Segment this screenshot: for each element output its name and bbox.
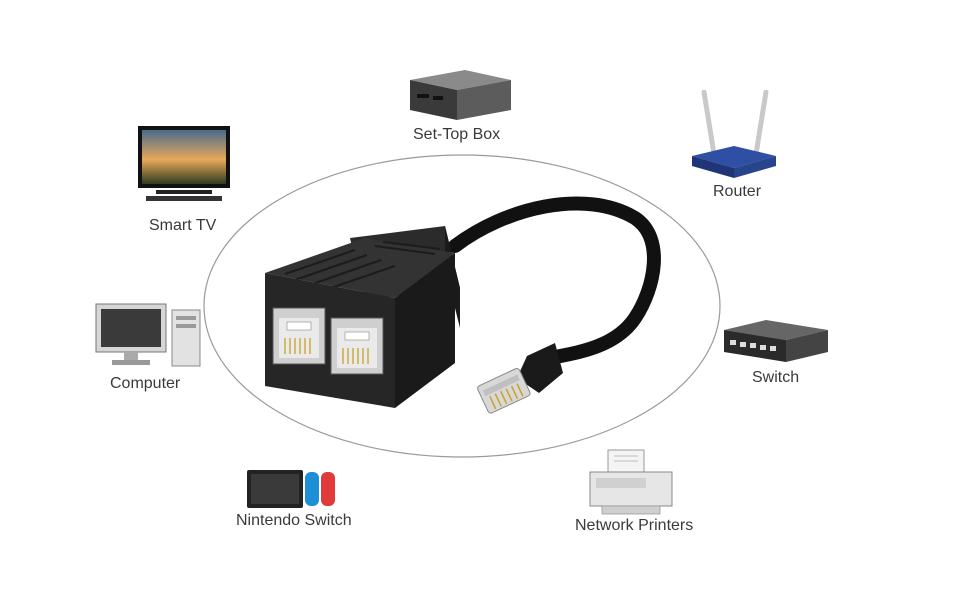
computer-label: Computer (110, 375, 181, 392)
switch-label: Switch (752, 369, 800, 386)
router-icon (692, 90, 776, 178)
game-console-icon (247, 470, 335, 508)
printer-icon (589, 449, 673, 515)
network-printers-label: Network Printers (575, 517, 694, 534)
router-label: Router (713, 183, 762, 200)
computer-icon (95, 303, 201, 367)
set-top-box-label: Set-Top Box (413, 126, 501, 143)
smart-tv-label: Smart TV (149, 217, 217, 234)
smart-tv-icon (138, 126, 230, 201)
nintendo-switch-label: Nintendo Switch (236, 512, 352, 529)
network-switch-icon (724, 320, 828, 362)
set-top-box-icon (410, 70, 511, 120)
rj45-splitter-icon (265, 196, 661, 414)
